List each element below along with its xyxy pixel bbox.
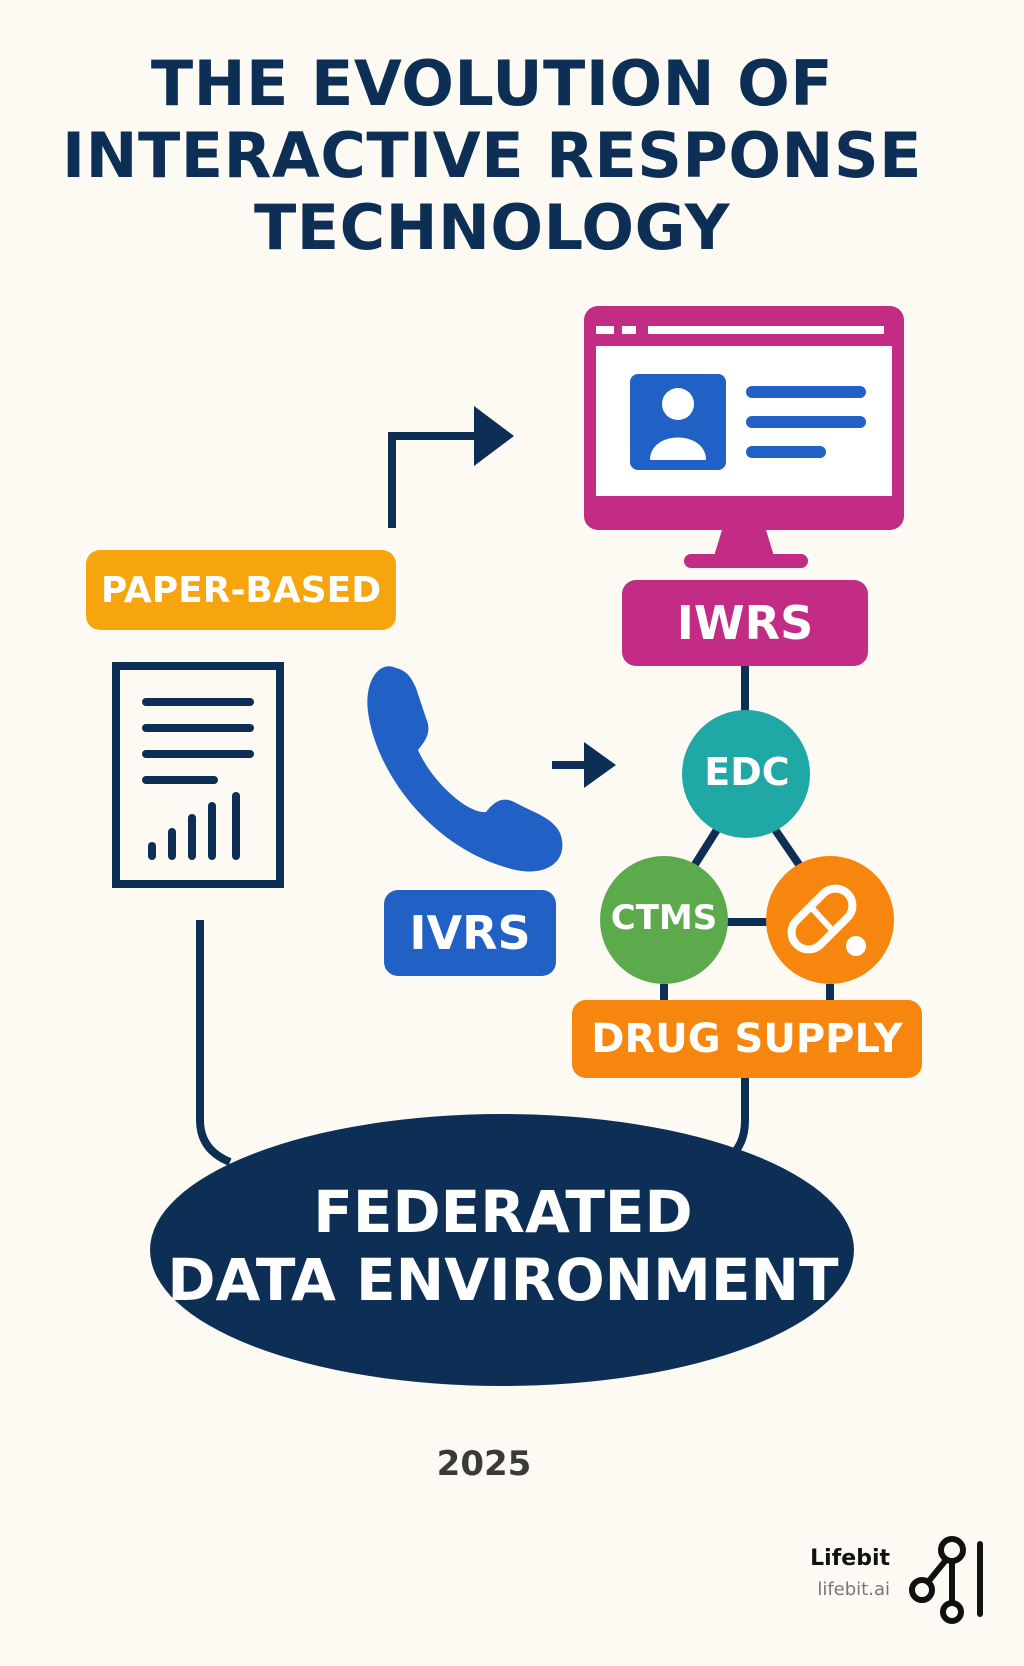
document-chart-icon bbox=[112, 662, 284, 888]
drug-supply-label: DRUG SUPPLY bbox=[572, 1000, 922, 1078]
pill-icon bbox=[766, 856, 894, 984]
connector-drug-to-federated bbox=[725, 1078, 749, 1162]
ivrs-label: IVRS bbox=[384, 890, 556, 976]
title-line-1: THE EVOLUTION OF bbox=[150, 47, 834, 120]
connector-edc-pill bbox=[770, 825, 804, 869]
arrow-paper-to-iwrs-line bbox=[388, 432, 478, 528]
iwrs-label: IWRS bbox=[622, 580, 868, 666]
paper-based-label: PAPER-BASED bbox=[86, 550, 396, 630]
connector-edc-ctms bbox=[690, 825, 722, 869]
edc-label: EDC bbox=[704, 750, 790, 794]
page-title: THE EVOLUTION OF INTERACTIVE RESPONSE TE… bbox=[40, 48, 944, 264]
brand-block: Lifebit lifebit.ai bbox=[760, 1546, 890, 1600]
connector-paper-to-federated bbox=[196, 920, 232, 1166]
title-line-2: INTERACTIVE RESPONSE bbox=[62, 119, 922, 192]
monitor-profile-icon bbox=[584, 306, 904, 568]
phone-icon bbox=[367, 666, 563, 872]
federated-line-2: DATA ENVIRONMENT bbox=[167, 1246, 839, 1314]
edc-node-circle bbox=[682, 710, 810, 838]
brand-name: Lifebit bbox=[810, 1546, 890, 1571]
brand-url: lifebit.ai bbox=[817, 1579, 890, 1600]
lifebit-logo-icon bbox=[909, 1536, 983, 1624]
title-line-3: TECHNOLOGY bbox=[253, 191, 731, 264]
arrow-phone-to-edc-head bbox=[584, 742, 616, 788]
connector-lines bbox=[196, 432, 834, 1166]
ctms-label: CTMS bbox=[610, 898, 718, 938]
federated-environment-ellipse bbox=[150, 1114, 854, 1386]
federated-environment-label: FEDERATED DATA ENVIRONMENT bbox=[150, 1178, 856, 1314]
arrow-paper-to-iwrs-head bbox=[474, 406, 514, 466]
federated-line-1: FEDERATED bbox=[313, 1178, 693, 1246]
year-label: 2025 bbox=[436, 1444, 532, 1484]
ctms-node-circle bbox=[600, 856, 728, 984]
